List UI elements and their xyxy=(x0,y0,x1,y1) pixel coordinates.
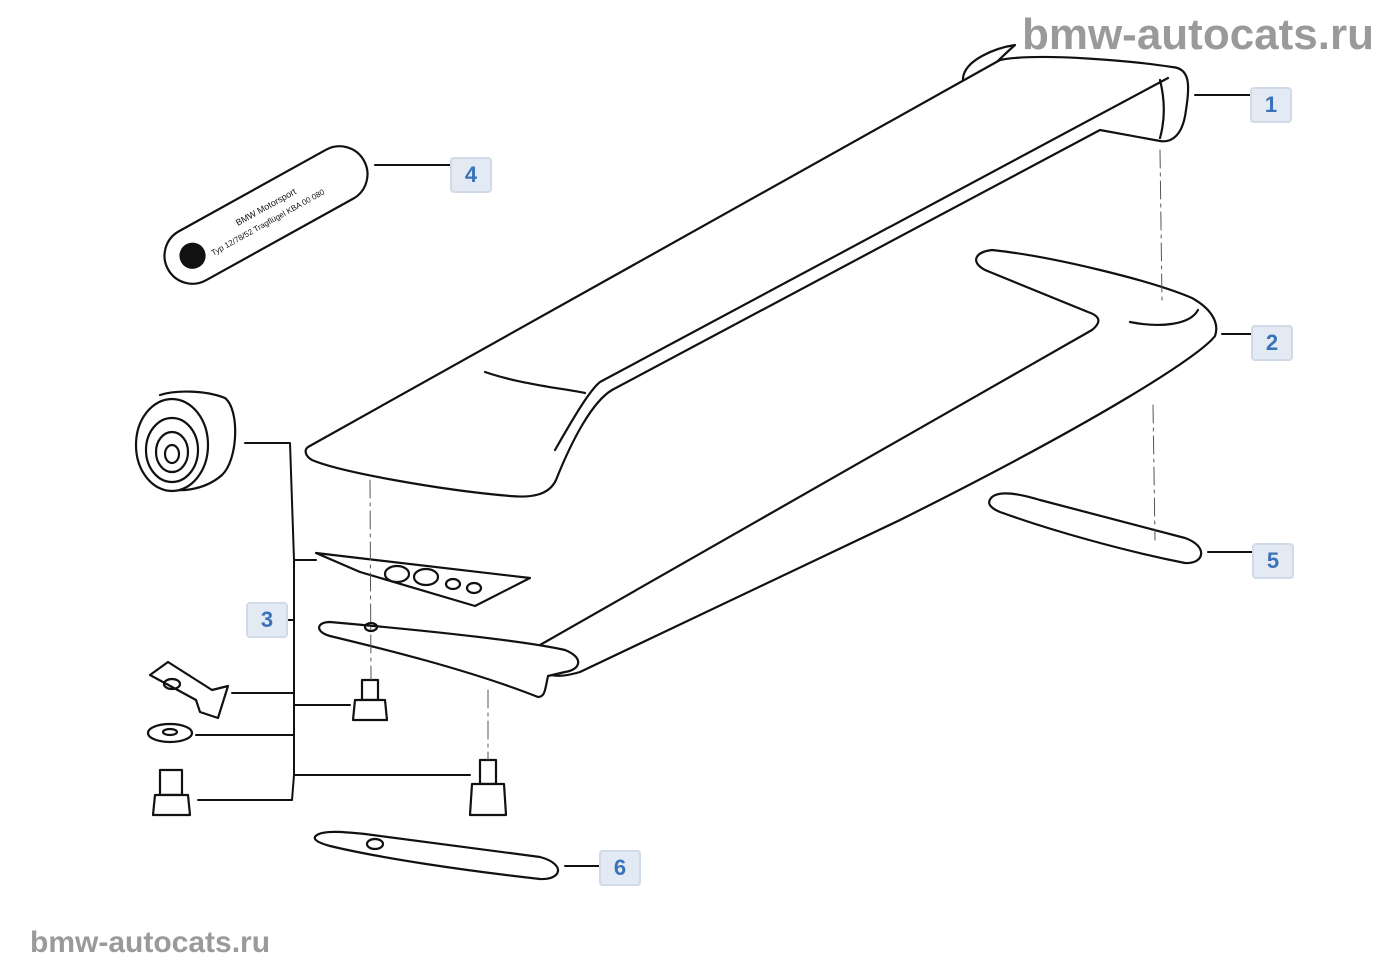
gasket-right xyxy=(988,492,1203,565)
spoiler-wing xyxy=(304,43,1190,498)
callout-5[interactable]: 5 xyxy=(1252,543,1294,579)
callout-3[interactable]: 3 xyxy=(246,602,288,638)
callout-2[interactable]: 2 xyxy=(1251,325,1293,361)
leader-lines xyxy=(195,94,1255,867)
watermark-bottom: bmw-autocats.ru xyxy=(30,926,271,959)
watermark-top: bmw-autocats.ru xyxy=(1021,10,1374,59)
callout-4[interactable]: 4 xyxy=(450,157,492,193)
callout-6[interactable]: 6 xyxy=(599,850,641,886)
identification-plate: BMW Motorsport Typ 12/78/52 Tragflügel K… xyxy=(163,145,369,285)
callout-1[interactable]: 1 xyxy=(1250,87,1292,123)
gasket-left xyxy=(313,830,560,881)
alignment-lines xyxy=(369,149,1163,761)
spoiler-base xyxy=(318,248,1218,699)
mounting-hardware xyxy=(134,390,532,817)
